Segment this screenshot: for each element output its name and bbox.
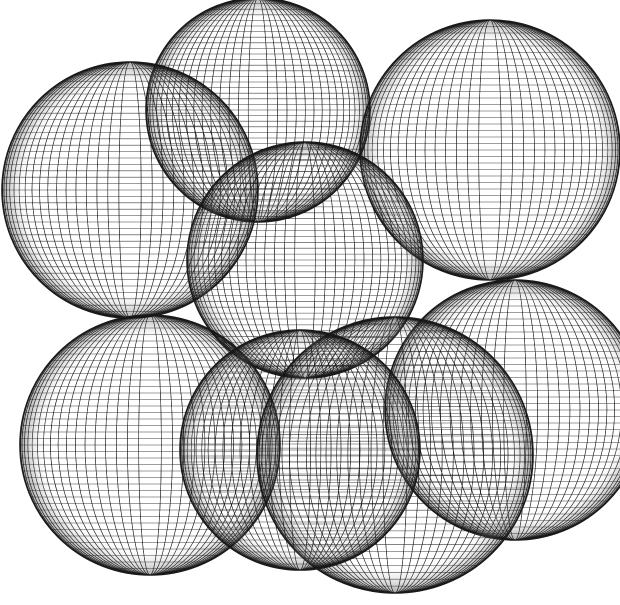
sphere-lower-middle <box>180 330 420 570</box>
sphere-outline <box>180 330 420 570</box>
